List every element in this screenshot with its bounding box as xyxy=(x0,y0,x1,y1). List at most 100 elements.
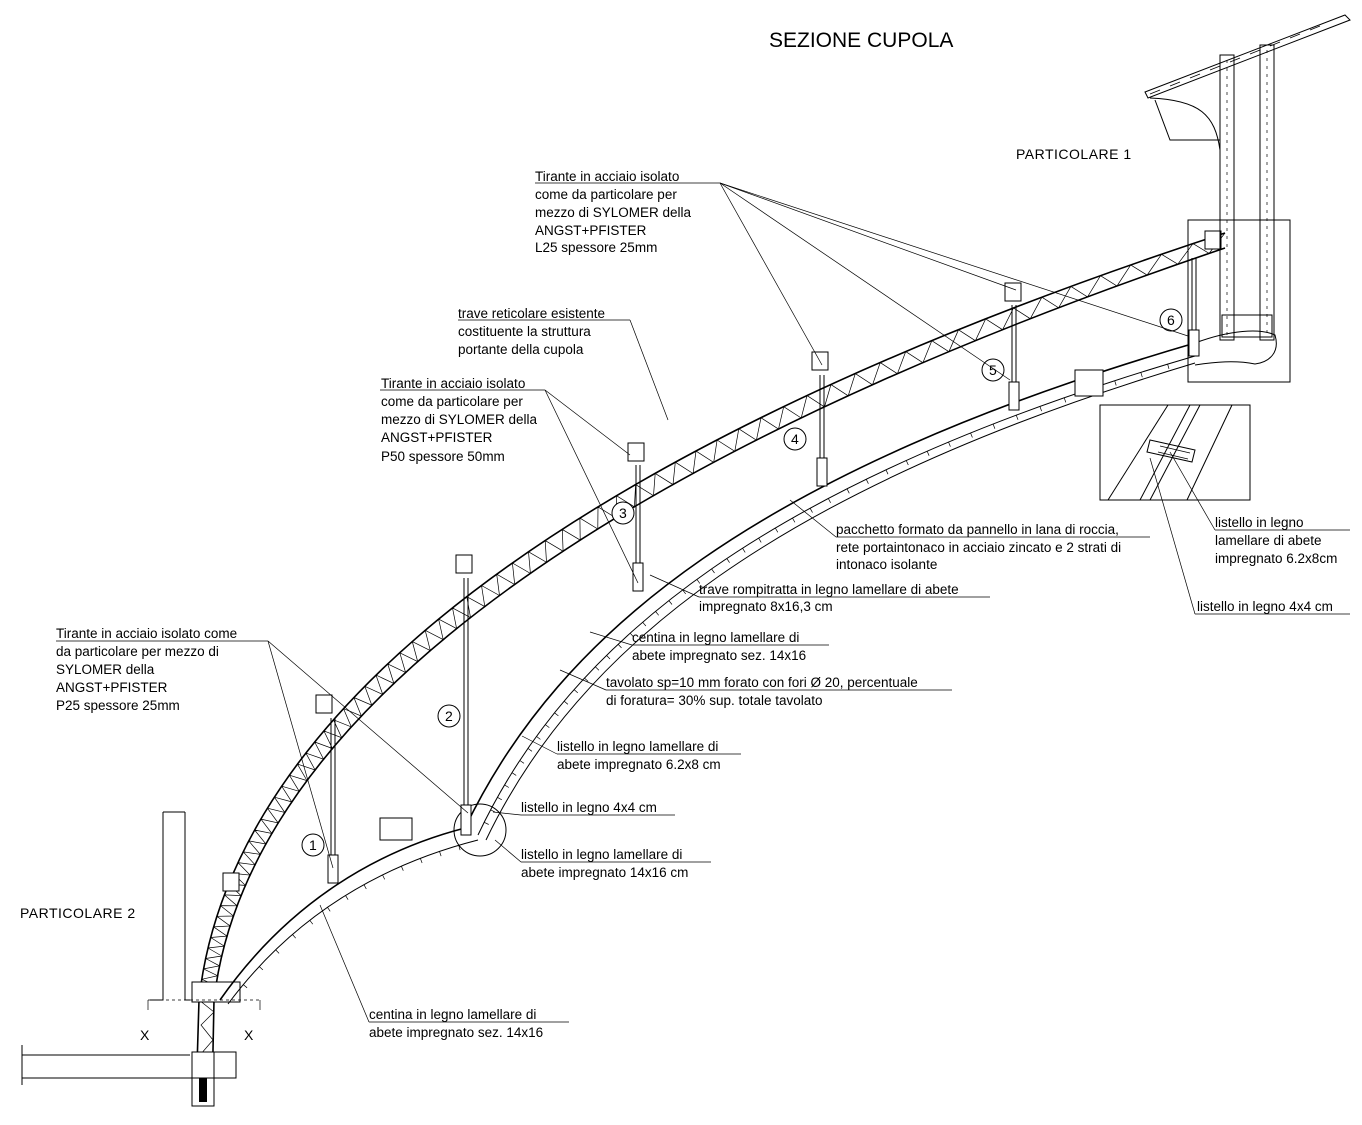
tie-rod-6 xyxy=(1188,258,1200,357)
truss-node-plate xyxy=(315,694,333,714)
svg-text:2: 2 xyxy=(445,708,453,724)
truss-base-anchor xyxy=(199,1078,207,1102)
rib-upper-end xyxy=(1194,330,1277,366)
svg-text:mezzo di SYLOMER della: mezzo di SYLOMER della xyxy=(535,205,692,220)
svg-text:listello in legno 4x4 cm: listello in legno 4x4 cm xyxy=(521,800,657,815)
svg-text:SYLOMER della: SYLOMER della xyxy=(56,662,155,677)
svg-text:abete impregnato sez. 14x16: abete impregnato sez. 14x16 xyxy=(632,648,806,663)
svg-text:mezzo di SYLOMER della: mezzo di SYLOMER della xyxy=(381,412,538,427)
callout-rib-lower: centina in legno lamellare di abete impr… xyxy=(369,1007,543,1040)
svg-text:listello in legno 4x4 cm: listello in legno 4x4 cm xyxy=(1197,599,1333,614)
floor-slab xyxy=(22,1051,237,1079)
tie-number-2: 2 xyxy=(437,704,461,728)
svg-text:rete portaintonaco in acciaio: rete portaintonaco in acciaio zincato e … xyxy=(836,540,1121,555)
callout-tie-p50: Tirante in acciaio isolato come da parti… xyxy=(381,376,538,464)
svg-text:intonaco isolante: intonaco isolante xyxy=(836,557,937,572)
detail-batten-section xyxy=(1146,439,1196,463)
svg-text:Tirante in acciaio isolato com: Tirante in acciaio isolato come xyxy=(56,626,237,641)
svg-text:abete impregnato 14x16 cm: abete impregnato 14x16 cm xyxy=(521,865,688,880)
tie-number-5: 5 xyxy=(981,358,1005,382)
truss-node-plate xyxy=(1204,230,1222,250)
tie-number-3: 3 xyxy=(611,501,635,525)
upper-roof-slab xyxy=(1144,14,1351,99)
upper-roof-bracket xyxy=(1154,99,1220,141)
svg-text:Tirante in acciaio isolato: Tirante in acciaio isolato xyxy=(535,169,679,184)
callout-package: pacchetto formato da pannello in lana di… xyxy=(836,522,1121,572)
truss-lacing xyxy=(198,232,1226,1001)
svg-text:6: 6 xyxy=(1167,312,1175,328)
truss-node-plate xyxy=(222,872,240,892)
svg-text:portante della cupola: portante della cupola xyxy=(458,342,584,357)
detail-1-structure: PARTICOLARE 1 xyxy=(1016,14,1351,383)
svg-text:pacchetto formato da pannello: pacchetto formato da pannello in lana di… xyxy=(836,522,1119,537)
purlin-block xyxy=(379,817,413,841)
truss-node-plate xyxy=(1004,282,1022,302)
wall-pilaster xyxy=(150,812,190,1001)
callout-purlin: trave rompitratta in legno lamellare di … xyxy=(699,582,959,614)
callout-tie-p25: Tirante in acciaio isolato come da parti… xyxy=(56,626,237,713)
svg-text:4: 4 xyxy=(791,431,799,447)
svg-text:lamellare di abete: lamellare di abete xyxy=(1215,533,1322,548)
svg-text:impregnato 6.2x8cm: impregnato 6.2x8cm xyxy=(1215,551,1337,566)
boarding-line xyxy=(485,362,1196,841)
rib-lower-outer xyxy=(219,827,466,1001)
svg-text:5: 5 xyxy=(989,362,997,378)
svg-text:ANGST+PFISTER: ANGST+PFISTER xyxy=(381,430,493,445)
tie-number-6: 6 xyxy=(1159,308,1183,332)
svg-text:come da particolare per: come da particolare per xyxy=(535,187,677,202)
column-left xyxy=(1219,54,1235,341)
batten-detail-box xyxy=(1099,404,1251,501)
truss-node-plate xyxy=(627,442,645,462)
rib-upper-outer xyxy=(464,342,1196,829)
truss-inner-chord xyxy=(211,247,1226,1101)
tie-number-1: 1 xyxy=(301,833,325,857)
column-base xyxy=(1221,314,1273,338)
svg-text:listello in legno lamellare di: listello in legno lamellare di xyxy=(521,847,682,862)
callout-batten-14x16: listello in legno lamellare di abete imp… xyxy=(521,847,688,880)
tie-rod-4 xyxy=(816,375,828,487)
inner-shell xyxy=(219,330,1277,1005)
svg-text:tavolato sp=10 mm forato con f: tavolato sp=10 mm forato con fori Ø 20, … xyxy=(606,675,918,690)
svg-text:centina in legno lamellare di: centina in legno lamellare di xyxy=(632,630,799,645)
rib-lower-inner xyxy=(227,839,479,1005)
callout-tie-l25: Tirante in acciaio isolato come da parti… xyxy=(535,169,692,255)
upper-roof-hatch xyxy=(1149,25,1321,95)
svg-text:L25 spessore 25mm: L25 spessore 25mm xyxy=(535,240,657,255)
svg-text:di foratura= 30% sup. totale t: di foratura= 30% sup. totale tavolato xyxy=(606,693,823,708)
detail-2-wall: X X PARTICOLARE 2 xyxy=(20,811,261,1085)
section-mark-right: X xyxy=(244,1027,254,1043)
callout-batten-6-2x8: listello in legno lamellare di abete imp… xyxy=(557,739,721,772)
detail-2-label: PARTICOLARE 2 xyxy=(20,905,136,921)
svg-text:abete impregnato sez. 14x16: abete impregnato sez. 14x16 xyxy=(369,1025,543,1040)
svg-text:listello in legno lamellare di: listello in legno lamellare di xyxy=(557,739,718,754)
column-right xyxy=(1259,44,1275,341)
svg-text:ANGST+PFISTER: ANGST+PFISTER xyxy=(535,223,647,238)
svg-text:da particolare per mezzo di: da particolare per mezzo di xyxy=(56,644,219,659)
svg-text:centina in legno lamellare di: centina in legno lamellare di xyxy=(369,1007,536,1022)
svg-text:trave rompitratta in legno lam: trave rompitratta in legno lamellare di … xyxy=(699,582,959,597)
svg-text:ANGST+PFISTER: ANGST+PFISTER xyxy=(56,680,168,695)
truss-base-bearing xyxy=(191,981,241,1003)
callout-truss: trave reticolare esistente costituente l… xyxy=(458,306,605,357)
upper-roof-curve xyxy=(1149,97,1221,151)
svg-text:trave reticolare esistente: trave reticolare esistente xyxy=(458,306,605,321)
callout-detail-batten-4x4: listello in legno 4x4 cm xyxy=(1197,599,1333,614)
truss-node-plate xyxy=(455,554,473,574)
leader-lines xyxy=(56,182,1350,1023)
svg-text:come da particolare per: come da particolare per xyxy=(381,394,523,409)
detail-1-label: PARTICOLARE 1 xyxy=(1016,146,1132,162)
tie-rod-2 xyxy=(460,578,472,836)
purlin-block xyxy=(1074,369,1104,397)
tie-number-4: 4 xyxy=(783,427,807,451)
detail-box-frame xyxy=(1099,404,1251,501)
callout-rib-upper: centina in legno lamellare di abete impr… xyxy=(632,630,806,663)
drawing-title: SEZIONE CUPOLA xyxy=(769,29,953,52)
svg-text:impregnato 8x16,3 cm: impregnato 8x16,3 cm xyxy=(699,599,833,614)
tie-rods: 1 2 3 4 5 6 xyxy=(301,258,1200,884)
callout-detail-batten: listello in legno lamellare di abete imp… xyxy=(1215,515,1337,566)
svg-text:P50 spessore 50mm: P50 spessore 50mm xyxy=(381,449,505,464)
truss-outer-chord xyxy=(195,232,1226,1101)
lattice-truss xyxy=(191,230,1226,1107)
svg-text:1: 1 xyxy=(309,837,317,853)
